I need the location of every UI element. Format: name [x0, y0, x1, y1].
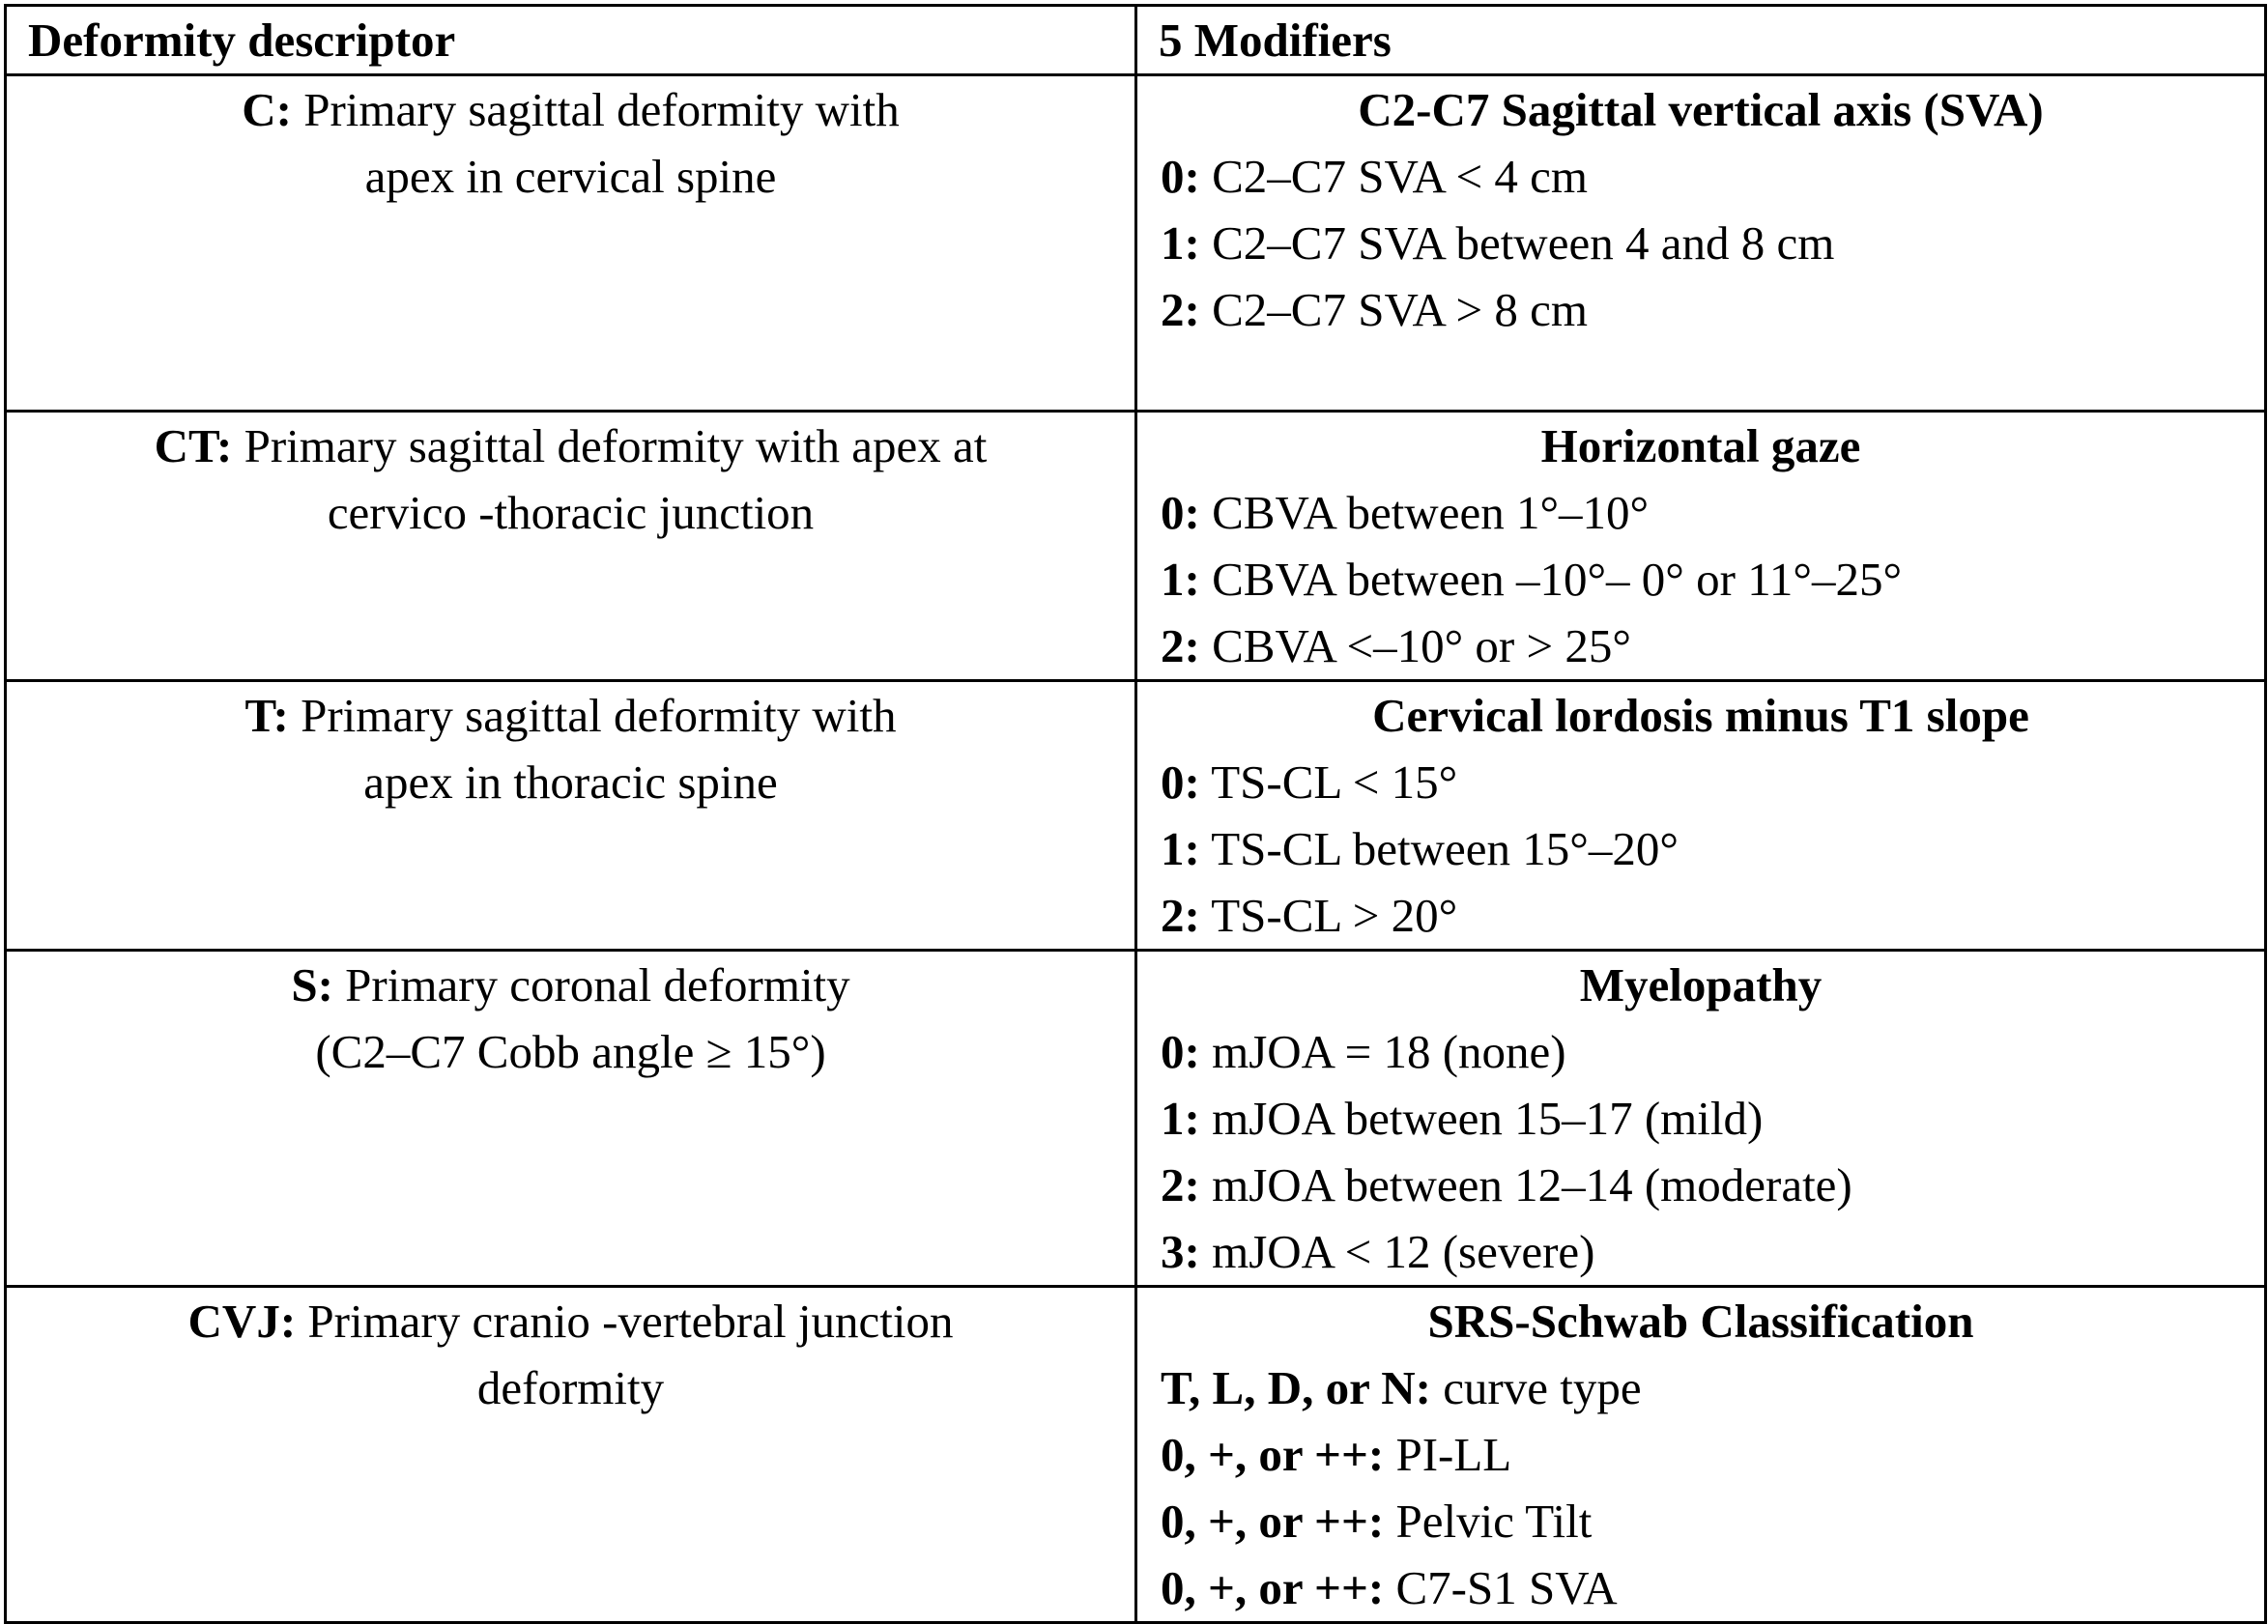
- modifier-key: 3:: [1161, 1225, 1200, 1278]
- descriptor-text: Primary cranio -vertebral junction: [296, 1295, 954, 1348]
- modifier-value: CBVA <–10° or > 25°: [1199, 619, 1631, 672]
- modifier-key: 1:: [1161, 822, 1200, 875]
- deformity-descriptor-cell: S: Primary coronal deformity (C2–C7 Cobb…: [4, 949, 1137, 1288]
- modifier-key: 0, +, or ++:: [1161, 1428, 1385, 1481]
- header-row: Deformity descriptor 5 Modifiers: [4, 4, 2267, 76]
- modifier-key: 0:: [1161, 755, 1200, 809]
- descriptor-text: Primary sagittal deformity with: [288, 689, 897, 742]
- descriptor-line: C: Primary sagittal deformity with: [30, 78, 1111, 144]
- descriptor-text: Primary sagittal deformity with: [291, 83, 900, 136]
- descriptor-code: CT:: [154, 419, 233, 472]
- modifier-title: Horizontal gaze: [1540, 419, 1861, 472]
- modifier-item: 0, +, or ++: PI-LL: [1161, 1421, 2241, 1488]
- modifier-item: 3: mJOA < 12 (severe): [1161, 1218, 2241, 1284]
- modifier-value: TS-CL < 15°: [1199, 755, 1458, 809]
- descriptor-line: cervico -thoracic junction: [327, 486, 815, 539]
- modifier-item: 2: mJOA between 12–14 (moderate): [1161, 1152, 2241, 1218]
- modifier-title: C2-C7 Sagittal vertical axis (SVA): [1358, 83, 2044, 136]
- modifier-key: 0, +, or ++:: [1161, 1561, 1385, 1614]
- modifier-value: TS-CL > 20°: [1199, 889, 1458, 942]
- descriptor-line: S: Primary coronal deformity: [30, 954, 1111, 1019]
- modifier-value: CBVA between 1°–10°: [1199, 486, 1650, 539]
- modifier-item: 0: mJOA = 18 (none): [1161, 1018, 2241, 1085]
- descriptor-line: apex in thoracic spine: [363, 755, 778, 809]
- modifier-title: SRS-Schwab Classification: [1427, 1295, 1974, 1348]
- modifier-item: 0: C2–C7 SVA < 4 cm: [1161, 143, 2241, 210]
- descriptor-code: C:: [242, 83, 292, 136]
- modifier-item: 1: TS-CL between 15°–20°: [1161, 815, 2241, 882]
- deformity-descriptor-cell: CT: Primary sagittal deformity with apex…: [4, 410, 1137, 682]
- deformity-classification-table: Deformity descriptor 5 Modifiers C: Prim…: [4, 4, 2267, 1624]
- descriptor-line: CT: Primary sagittal deformity with apex…: [30, 414, 1111, 480]
- modifier-value: mJOA = 18 (none): [1199, 1025, 1566, 1078]
- modifier-value: C2–C7 SVA < 4 cm: [1199, 150, 1588, 203]
- deformity-descriptor-cell: T: Primary sagittal deformity with apex …: [4, 679, 1137, 952]
- modifier-item: 0: CBVA between 1°–10°: [1161, 479, 2241, 546]
- modifier-key: 0:: [1161, 1025, 1200, 1078]
- descriptor-line: (C2–C7 Cobb angle ≥ 15°): [315, 1025, 826, 1078]
- modifier-key: 2:: [1161, 889, 1200, 942]
- descriptor-code: S:: [291, 958, 333, 1011]
- modifier-item: 0, +, or ++: Pelvic Tilt: [1161, 1488, 2241, 1554]
- descriptor-line: T: Primary sagittal deformity with: [30, 684, 1111, 750]
- modifier-key: 2:: [1161, 283, 1200, 336]
- modifier-value: mJOA < 12 (severe): [1199, 1225, 1595, 1278]
- descriptor-code: CVJ:: [187, 1295, 297, 1348]
- modifier-key: 2:: [1161, 1158, 1200, 1211]
- modifier-key: 0:: [1161, 486, 1200, 539]
- modifier-item: 2: CBVA <–10° or > 25°: [1161, 613, 2241, 678]
- modifier-item: T, L, D, or N: curve type: [1161, 1354, 2241, 1421]
- deformity-descriptor-cell: C: Primary sagittal deformity with apex …: [4, 73, 1137, 413]
- modifier-value: C2–C7 SVA > 8 cm: [1199, 283, 1588, 336]
- modifier-key: 0, +, or ++:: [1161, 1495, 1385, 1548]
- table-row: CT: Primary sagittal deformity with apex…: [4, 410, 2267, 682]
- modifier-key: 1:: [1161, 553, 1200, 606]
- descriptor-line: deformity: [476, 1361, 665, 1414]
- modifier-value: C2–C7 SVA between 4 and 8 cm: [1199, 216, 1835, 270]
- modifier-value: C7-S1 SVA: [1384, 1561, 1618, 1614]
- descriptor-text: Primary coronal deformity: [332, 958, 850, 1011]
- modifier-value: curve type: [1430, 1361, 1642, 1414]
- modifier-key: 1:: [1161, 1092, 1200, 1145]
- modifier-item: 0, +, or ++: C7-S1 SVA: [1161, 1554, 2241, 1620]
- modifier-item: 1: C2–C7 SVA between 4 and 8 cm: [1161, 210, 2241, 276]
- descriptor-text: Primary sagittal deformity with apex at: [232, 419, 988, 472]
- modifier-cell: Myelopathy 0: mJOA = 18 (none) 1: mJOA b…: [1134, 949, 2267, 1288]
- table-row: C: Primary sagittal deformity with apex …: [4, 73, 2267, 413]
- modifier-item: 1: CBVA between –10°– 0° or 11°–25°: [1161, 546, 2241, 613]
- modifier-value: TS-CL between 15°–20°: [1199, 822, 1679, 875]
- modifier-title: Myelopathy: [1579, 958, 1823, 1011]
- modifier-cell: Horizontal gaze 0: CBVA between 1°–10° 1…: [1134, 410, 2267, 682]
- header-modifiers: 5 Modifiers: [1134, 4, 2267, 76]
- modifier-title: Cervical lordosis minus T1 slope: [1372, 689, 2029, 742]
- modifier-key: 2:: [1161, 619, 1200, 672]
- modifier-key: 0:: [1161, 150, 1200, 203]
- modifier-item: 2: TS-CL > 20°: [1161, 882, 2241, 948]
- table-row: CVJ: Primary cranio -vertebral junction …: [4, 1285, 2267, 1624]
- header-deformity-descriptor: Deformity descriptor: [4, 4, 1137, 76]
- modifier-cell: C2-C7 Sagittal vertical axis (SVA) 0: C2…: [1134, 73, 2267, 413]
- modifier-value: mJOA between 12–14 (moderate): [1199, 1158, 1852, 1211]
- descriptor-line: apex in cervical spine: [364, 150, 777, 203]
- modifier-cell: Cervical lordosis minus T1 slope 0: TS-C…: [1134, 679, 2267, 952]
- descriptor-line: CVJ: Primary cranio -vertebral junction: [30, 1290, 1111, 1355]
- descriptor-code: T:: [244, 689, 289, 742]
- table-row: T: Primary sagittal deformity with apex …: [4, 679, 2267, 952]
- modifier-key: T, L, D, or N:: [1161, 1361, 1431, 1414]
- modifier-cell: SRS-Schwab Classification T, L, D, or N:…: [1134, 1285, 2267, 1624]
- modifier-value: Pelvic Tilt: [1384, 1495, 1593, 1548]
- modifier-key: 1:: [1161, 216, 1200, 270]
- modifier-value: CBVA between –10°– 0° or 11°–25°: [1199, 553, 1903, 606]
- modifier-item: 2: C2–C7 SVA > 8 cm: [1161, 276, 2241, 343]
- deformity-descriptor-cell: CVJ: Primary cranio -vertebral junction …: [4, 1285, 1137, 1624]
- modifier-value: mJOA between 15–17 (mild): [1199, 1092, 1764, 1145]
- modifier-value: PI-LL: [1384, 1428, 1512, 1481]
- modifier-item: 1: mJOA between 15–17 (mild): [1161, 1085, 2241, 1152]
- modifier-item: 0: TS-CL < 15°: [1161, 749, 2241, 815]
- table-row: S: Primary coronal deformity (C2–C7 Cobb…: [4, 949, 2267, 1288]
